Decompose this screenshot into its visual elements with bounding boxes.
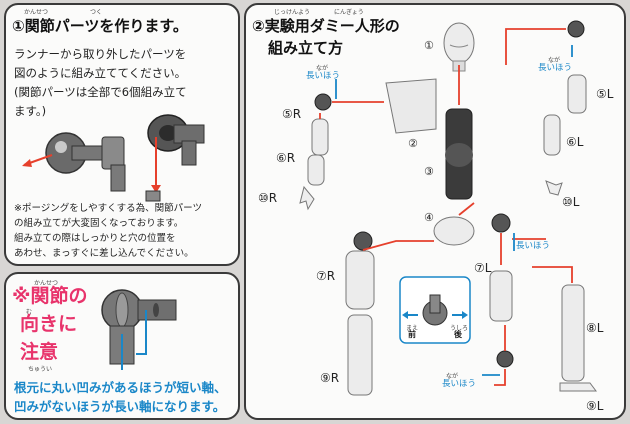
label-6R: ⑥R [276,151,296,165]
joint-direction-illustration [101,289,177,370]
label-4: ④ [424,211,434,224]
step2-title-ruby: じっけんよう にんぎょう [274,9,364,16]
back-label: 後 [454,330,462,339]
label-3: ③ [424,165,434,178]
long-ruby-l: なが [548,57,561,64]
label-9L: ⑨L [586,399,604,413]
front-ruby: まえ [406,325,419,332]
note-line-2: の組み立てが大変固くなっております。 [14,218,184,229]
blue-note-1: 根元に丸い凹みがあるほうが短い軸、 [14,380,227,395]
label-1: ① [424,39,434,52]
label-7L: ⑦L [474,261,492,275]
joint-assembly-panel: かんせつ つく ①関節パーツを作ります。 ランナーから取り外したパーツを 図のよ… [4,3,240,266]
blue-note-2: 凹みがないほうが長い軸になります。 [14,399,226,414]
note-line-1: ※ポージングをしやすくする為、関節パーツ [14,203,202,214]
back-ruby: うしろ [450,325,469,332]
warn-ruby-chui: ちゅうい [28,366,53,373]
label-10L: ⑩L [562,195,580,209]
dummy-assembly-diagram [299,20,597,396]
long-ruby-leg: なが [446,373,459,380]
warn-line-2: 向きに [20,313,78,335]
warn-line-3: 注意 [20,341,59,363]
step1-text-2: 図のように組み立ててください。 [14,66,187,80]
front-label: 前 [408,330,416,339]
warn-ruby-muki: む [26,309,33,316]
long-side-label-arm-r: 長いほう [306,71,341,81]
joint-parts-illustration [22,114,205,202]
long-side-label-leg: 長いほう [442,379,477,389]
joint-direction-panel: かんせつ ※関節の む 向きに 注意 ちゅうい 根元に丸い凹みがあるほうが短い軸… [4,272,240,420]
step1-text-3: (関節パーツは全部で6個組み立て [14,85,187,99]
title-ruby: かんせつ つく [24,9,103,16]
long-side-label-hip: 長いほう [516,241,551,251]
label-10R: ⑩R [258,191,278,205]
warn-ruby-kansetsu: かんせつ [34,280,59,287]
note-line-3: 組み立ての際はしっかりと穴の位置を [14,233,176,244]
warn-line-1: ※関節の [12,285,88,307]
dummy-assembly-panel: じっけんよう にんぎょう ②実験用ダミー人形の 組み立て方 [244,3,626,420]
step1-text-1: ランナーから取り外したパーツを [14,47,187,61]
step2-title-line-2: 組み立て方 [268,39,344,57]
label-5L: ⑤L [596,87,614,101]
label-9R: ⑨R [320,371,340,385]
step2-title-line-1: ②実験用ダミー人形の [252,17,400,35]
label-2: ② [408,137,418,150]
step1-text-4: ます。) [14,104,47,118]
step1-title: ①関節パーツを作ります。 [12,17,188,35]
note-line-4: あわせ、まっすぐに差し込んでください。 [14,248,194,259]
label-7R: ⑦R [316,269,336,283]
label-6L: ⑥L [566,135,584,149]
label-8L: ⑧L [586,321,604,335]
long-ruby-r: なが [316,65,329,72]
long-side-label-arm-l: 長いほう [538,63,573,73]
label-5R: ⑤R [282,107,302,121]
